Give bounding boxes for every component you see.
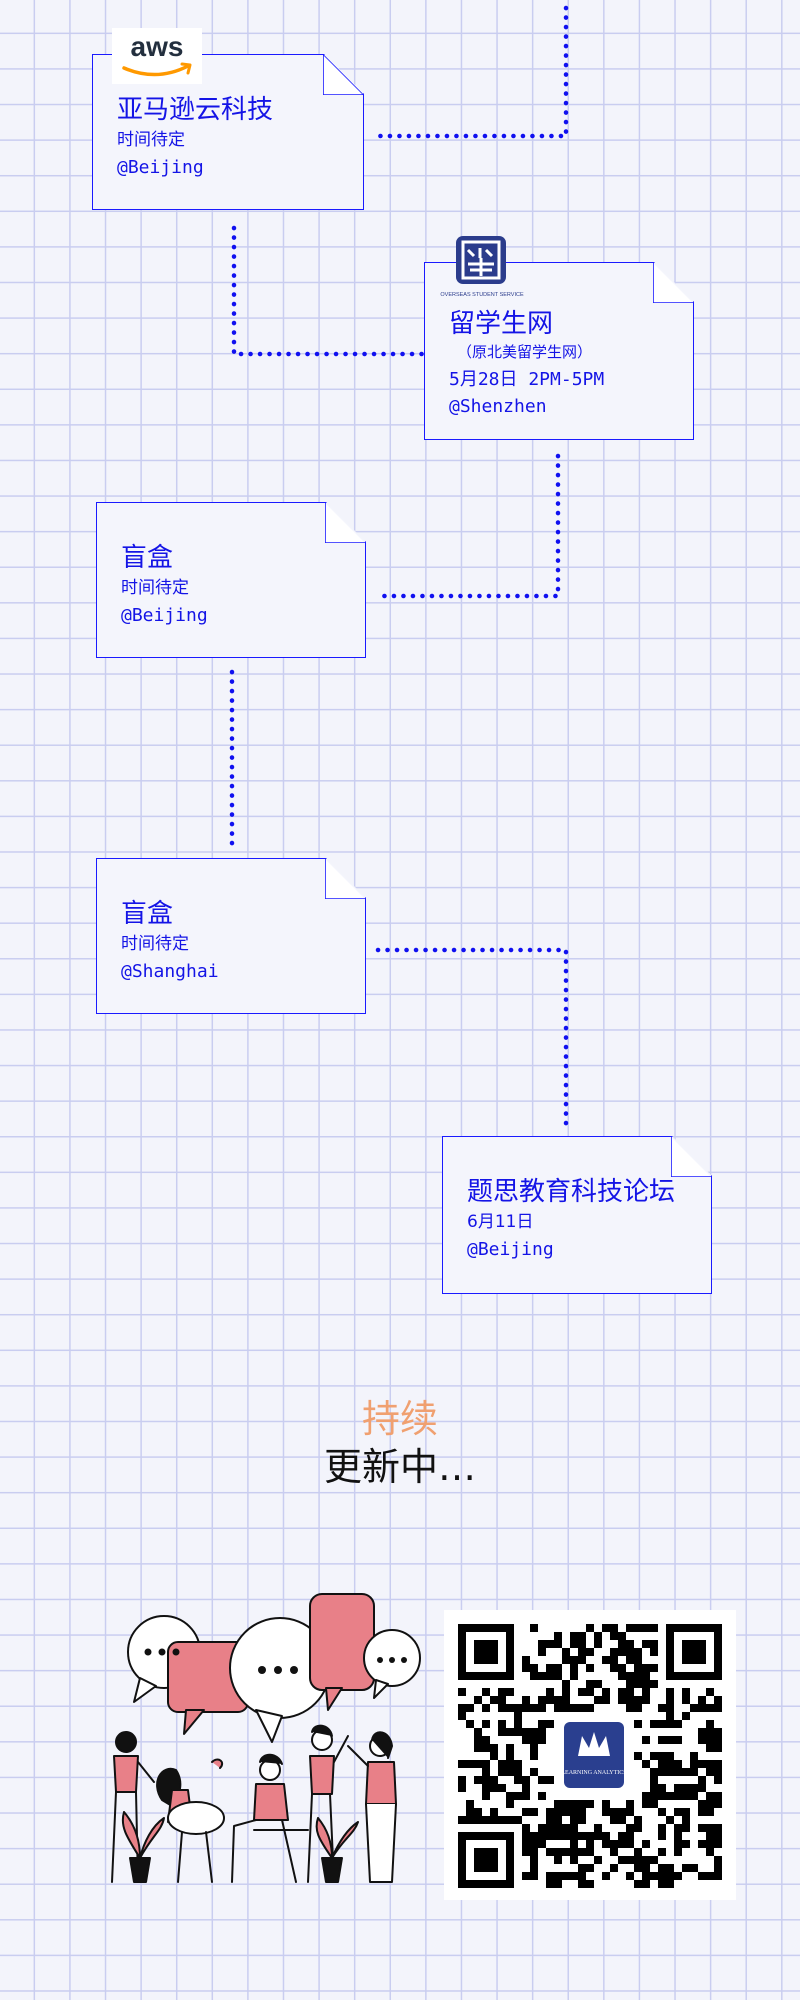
event-note: （原北美留学生网） (457, 343, 593, 361)
event-title: 题思教育科技论坛 (467, 1177, 676, 1207)
event-card-blindbox-beijing[interactable]: 盲盒 时间待定 @Beijing (96, 502, 366, 658)
updating-label: 更新中… (323, 1445, 476, 1489)
event-title: 盲盒 (121, 899, 174, 929)
event-title: 亚马逊云科技 (117, 95, 274, 125)
event-card-blindbox-shanghai[interactable]: 盲盒 时间待定 @Shanghai (96, 858, 366, 1014)
page-fold-icon (325, 503, 365, 543)
event-location: @Beijing (467, 1239, 554, 1260)
page-fold-icon (671, 1137, 711, 1177)
event-card-tisi-forum[interactable]: 题思教育科技论坛 6月11日 @Beijing (442, 1136, 712, 1294)
event-title: 留学生网 (449, 309, 554, 339)
qr-code-image: LEARNING ANALYTICS (458, 1624, 722, 1888)
event-date: 时间待定 (117, 130, 185, 150)
page-fold-icon (323, 55, 363, 95)
aws-logo: aws (112, 28, 202, 84)
liuxue-logo: OVERSEAS STUDENT SERVICE (440, 234, 524, 300)
event-title: 盲盒 (121, 543, 174, 573)
people-chatting-illustration (111, 1593, 421, 1883)
event-location: @Beijing (121, 605, 208, 626)
page-fold-icon (325, 859, 365, 899)
event-date: 时间待定 (121, 578, 189, 598)
event-card-liuxue[interactable]: 留学生网 （原北美留学生网） 5月28日 2PM-5PM @Shenzhen (424, 262, 694, 440)
event-date: 时间待定 (121, 934, 189, 954)
event-location: @Shanghai (121, 961, 219, 982)
logo-caption: OVERSEAS STUDENT SERVICE (440, 292, 524, 298)
aws-wordmark: aws (131, 31, 184, 62)
page-fold-icon (653, 263, 693, 303)
event-date: 5月28日 2PM-5PM (449, 369, 605, 390)
continuing-label: 持续 (361, 1397, 438, 1441)
qr-code[interactable]: LEARNING ANALYTICS (444, 1610, 736, 1900)
event-date: 6月11日 (467, 1212, 534, 1232)
event-location: @Shenzhen (449, 396, 547, 417)
qr-badge-text: LEARNING ANALYTICS (561, 1770, 626, 1776)
event-location: @Beijing (117, 157, 204, 178)
event-card-aws[interactable]: 亚马逊云科技 时间待定 @Beijing (92, 54, 364, 210)
